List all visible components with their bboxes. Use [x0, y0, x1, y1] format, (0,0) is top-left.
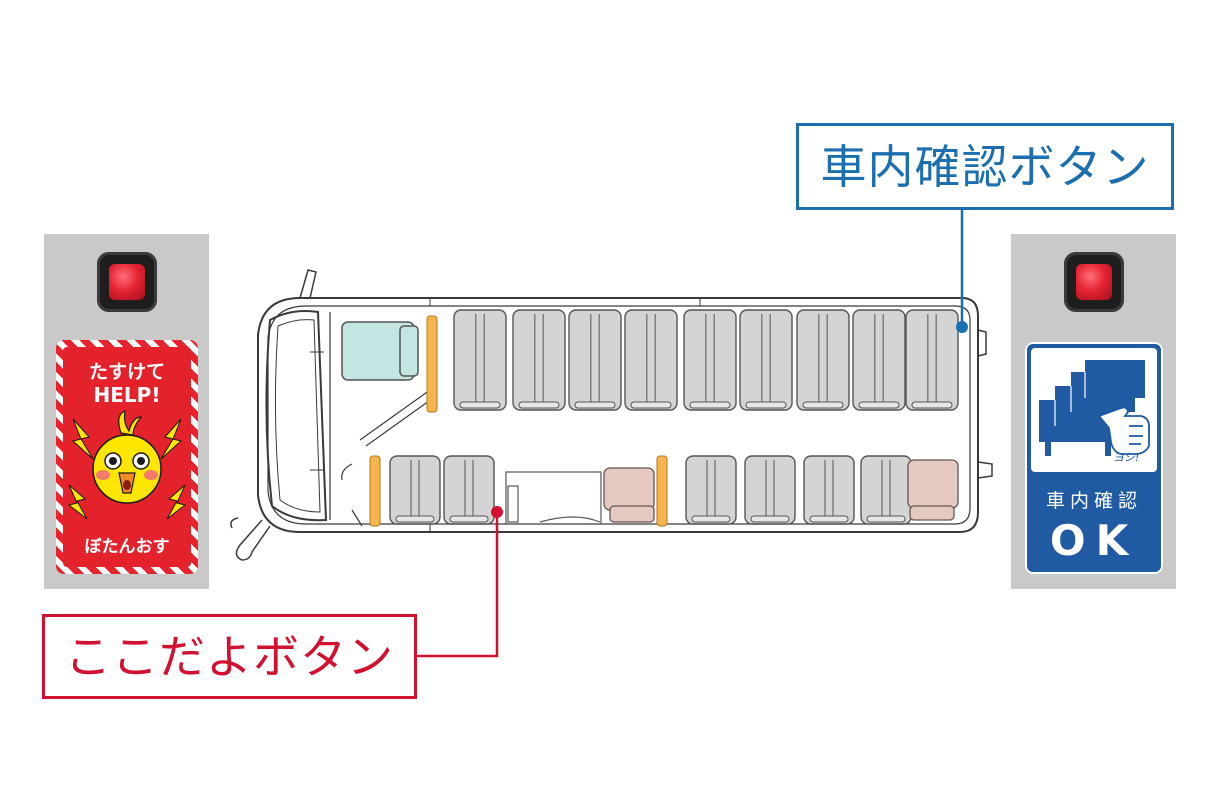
- seat-row-bottom: [389, 455, 912, 525]
- passenger-seat: [852, 309, 906, 411]
- passenger-seat: [683, 309, 737, 411]
- red-push-button-icon[interactable]: [97, 252, 157, 312]
- ok-sticker-line2: OK: [1049, 516, 1139, 565]
- passenger-seat: [453, 309, 507, 411]
- passenger-seat: [744, 455, 796, 525]
- leader-line-blue: [956, 210, 968, 333]
- help-button-panel: たすけて HELP!: [44, 234, 209, 589]
- help-sticker-line3: ぼたんおす: [84, 537, 170, 557]
- in-car-check-button-callout: 車内確認ボタン: [796, 123, 1174, 210]
- pointing-hand-icon: [1097, 406, 1150, 455]
- passenger-seat: [685, 455, 737, 525]
- passenger-seat: [905, 309, 959, 411]
- passenger-seat: [624, 309, 678, 411]
- ok-sticker-speech: ヨシ!: [1113, 451, 1140, 464]
- in-car-check-button-marker: [956, 321, 968, 333]
- passenger-seat: [803, 455, 855, 525]
- help-sticker: たすけて HELP!: [56, 340, 198, 574]
- priority-seats: [603, 459, 959, 523]
- help-sticker-line2: HELP!: [93, 383, 161, 407]
- bus-seats-icon: [1031, 348, 1157, 472]
- in-car-check-panel: ヨシ! 車内確認 OK: [1011, 234, 1176, 589]
- here-button-callout: ここだよボタン: [42, 614, 417, 699]
- passenger-seat: [796, 309, 850, 411]
- leader-line-red: [417, 506, 503, 658]
- lightning-icon: [67, 418, 187, 520]
- passenger-seat: [512, 309, 566, 411]
- ok-sticker-line1: 車内確認: [1045, 490, 1142, 512]
- passenger-seat: [860, 455, 912, 525]
- in-car-check-ok-sticker: ヨシ! 車内確認 OK: [1025, 342, 1163, 574]
- passenger-seat: [443, 455, 495, 525]
- handrails: [369, 315, 668, 527]
- entrance-area: [505, 471, 602, 525]
- help-sticker-inner: たすけて HELP!: [63, 347, 191, 567]
- seat-row-top: [453, 309, 959, 411]
- driver-seat: [341, 321, 419, 381]
- chick-mascot-icon: [67, 410, 187, 520]
- passenger-seat: [389, 455, 441, 525]
- red-push-button-icon[interactable]: [1064, 252, 1124, 312]
- passenger-seat: [739, 309, 793, 411]
- here-button-marker: [491, 506, 503, 518]
- passenger-seat: [568, 309, 622, 411]
- help-sticker-line1: たすけて: [88, 361, 165, 383]
